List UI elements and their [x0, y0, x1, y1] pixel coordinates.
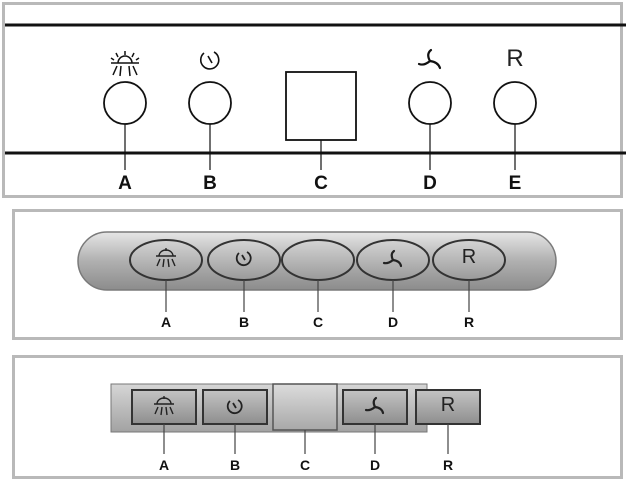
fan-icon	[382, 249, 403, 268]
panel-2-drawing	[77, 231, 557, 312]
label-d: D	[423, 173, 437, 194]
label-a: A	[158, 457, 170, 473]
label-c: C	[314, 173, 328, 194]
panel-1-drawing	[5, 23, 626, 170]
light-icon	[110, 51, 140, 77]
label-a: A	[160, 314, 172, 330]
timer-button[interactable]	[188, 81, 232, 125]
control-panel-photo-3: R A B C D R	[12, 355, 623, 479]
control-panel-diagram-1: R A B C D E	[2, 2, 626, 198]
fan-icon	[417, 48, 442, 70]
light-button[interactable]	[129, 239, 203, 281]
light-icon	[154, 396, 174, 416]
panel-3-drawing	[110, 383, 481, 454]
label-a: A	[118, 173, 132, 194]
label-c: C	[312, 314, 324, 330]
label-d: D	[369, 457, 381, 473]
label-r: R	[442, 457, 454, 473]
timer-icon	[226, 399, 243, 415]
display-window	[285, 71, 357, 141]
label-b: B	[203, 173, 217, 194]
light-button[interactable]	[131, 389, 197, 425]
reset-icon: R	[440, 394, 456, 416]
reset-icon: R	[506, 45, 524, 72]
blank-button[interactable]	[281, 239, 355, 281]
timer-icon	[199, 51, 220, 70]
blank-button[interactable]	[272, 383, 338, 431]
label-e: E	[508, 173, 522, 194]
light-icon	[156, 248, 176, 268]
fan-button[interactable]	[408, 81, 452, 125]
label-b: B	[229, 457, 241, 473]
light-button[interactable]	[103, 81, 147, 125]
reset-icon: R	[461, 246, 477, 268]
label-d: D	[387, 314, 399, 330]
fan-icon	[364, 396, 385, 415]
reset-button[interactable]	[493, 81, 537, 125]
label-r: R	[463, 314, 475, 330]
label-c: C	[299, 457, 311, 473]
control-panel-photo-2: R A B C D R	[12, 209, 623, 340]
label-b: B	[238, 314, 250, 330]
timer-icon	[235, 251, 252, 267]
